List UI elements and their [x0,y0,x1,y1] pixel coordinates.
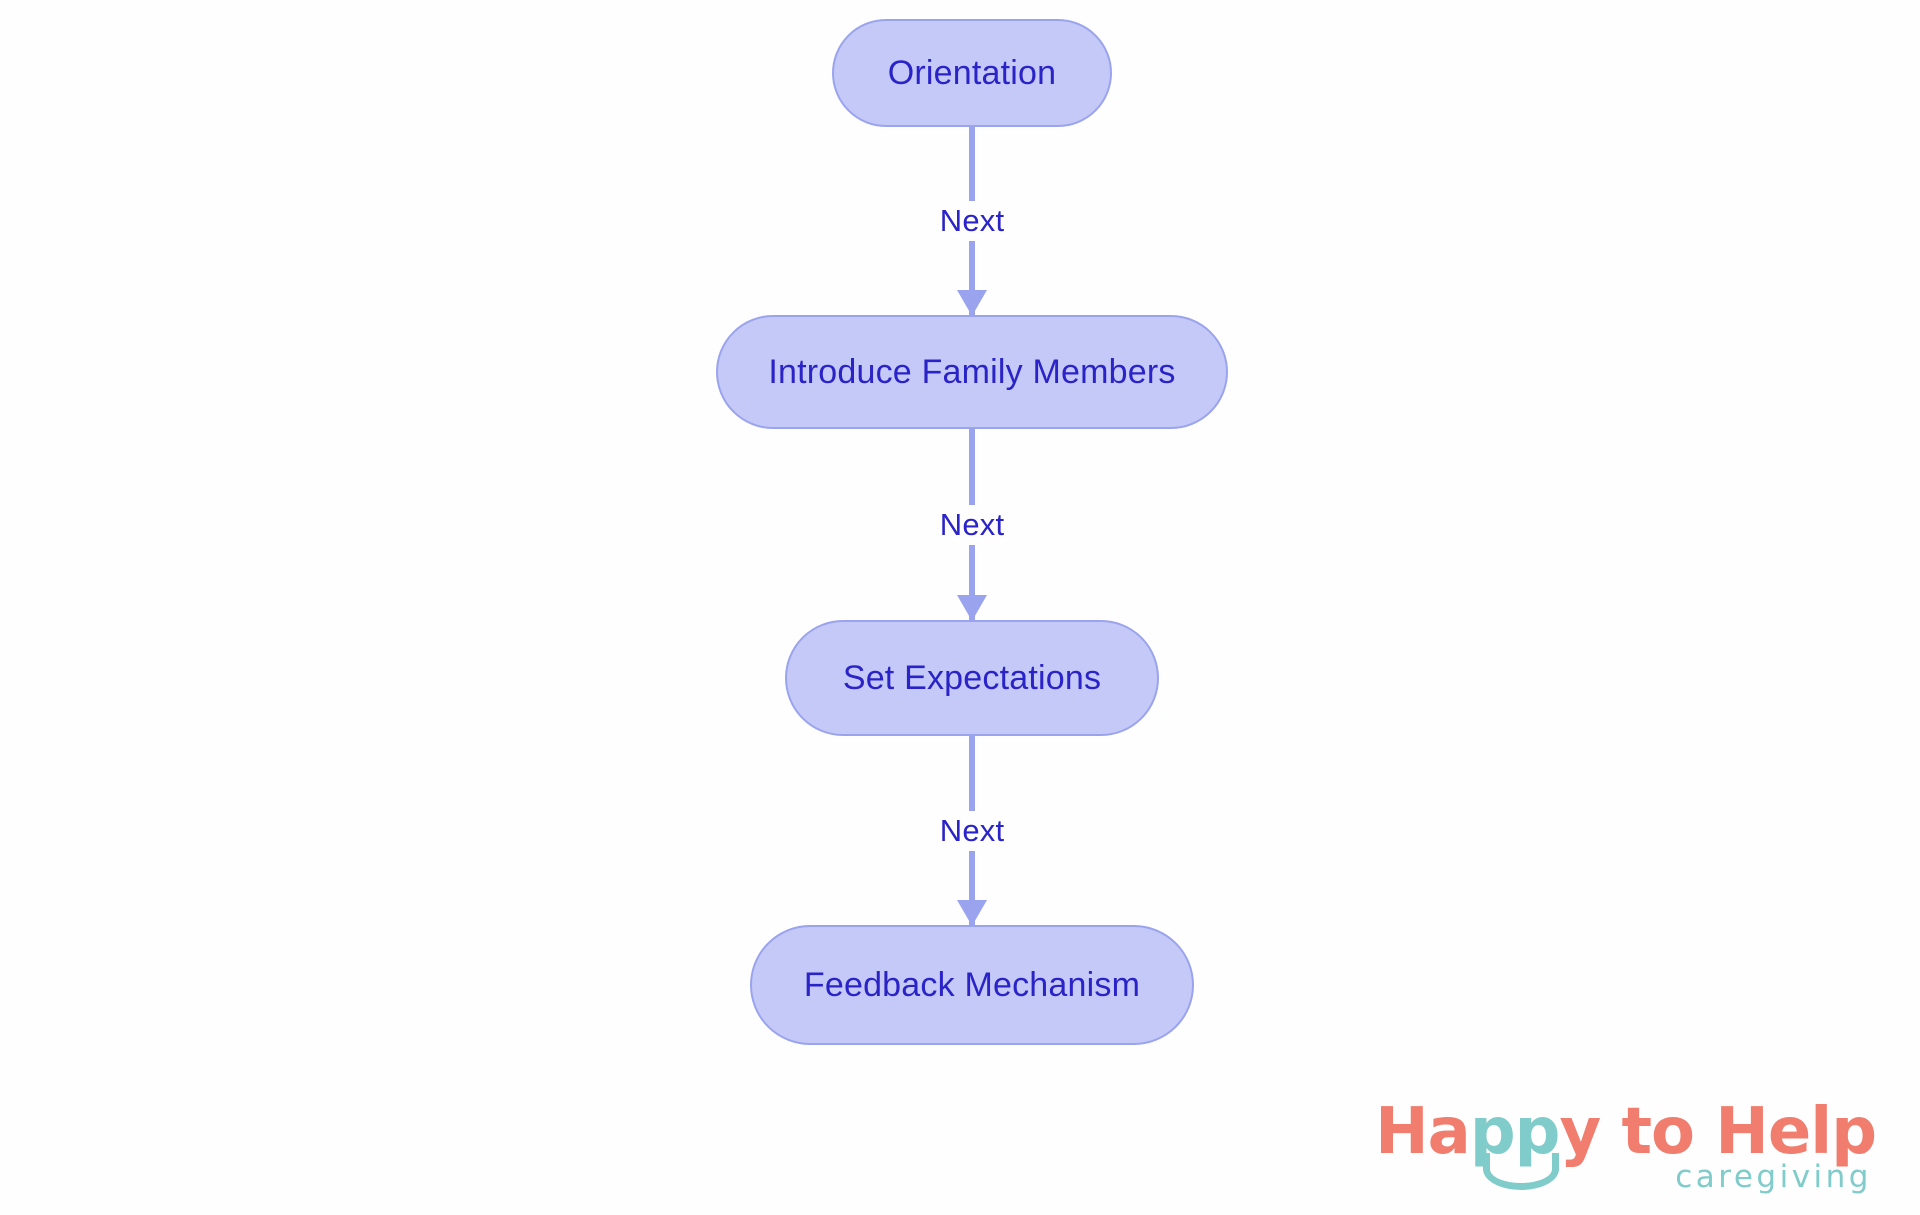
flow-node-label: Orientation [887,53,1057,92]
logo-text-help: Help [1715,1094,1877,1169]
logo-text-to: to [1600,1094,1716,1169]
logo-text-y: y [1559,1094,1601,1169]
flow-edge-orientation-to-introduce-family: Next [929,127,1015,316]
flow-node-introduce-family-members[interactable]: Introduce Family Members [716,315,1228,429]
logo-tagline: caregiving [1675,1159,1872,1195]
flow-node-label: Feedback Mechanism [803,965,1141,1004]
logo-wordmark: Happy to Help [1375,1099,1877,1190]
flow-edge-set-expectations-to-feedback: Next [929,736,1015,926]
arrow-down-icon [957,595,987,621]
arrow-down-icon [957,290,987,316]
edge-label: Next [929,810,1015,851]
smile-icon [1483,1152,1560,1190]
flow-node-set-expectations[interactable]: Set Expectations [785,620,1159,736]
flow-edge-introduce-family-to-set-expectations: Next [929,429,1015,621]
flow-node-label: Introduce Family Members [768,352,1176,391]
flow-node-label: Set Expectations [842,658,1102,697]
flow-node-orientation[interactable]: Orientation [832,19,1112,127]
brand-logo: Happy to Help caregiving [1375,1099,1877,1195]
arrow-down-icon [957,900,987,926]
logo-text-ha: Ha [1375,1094,1471,1169]
flow-node-feedback-mechanism[interactable]: Feedback Mechanism [750,925,1194,1045]
edge-label: Next [929,504,1015,545]
edge-label: Next [929,201,1015,241]
